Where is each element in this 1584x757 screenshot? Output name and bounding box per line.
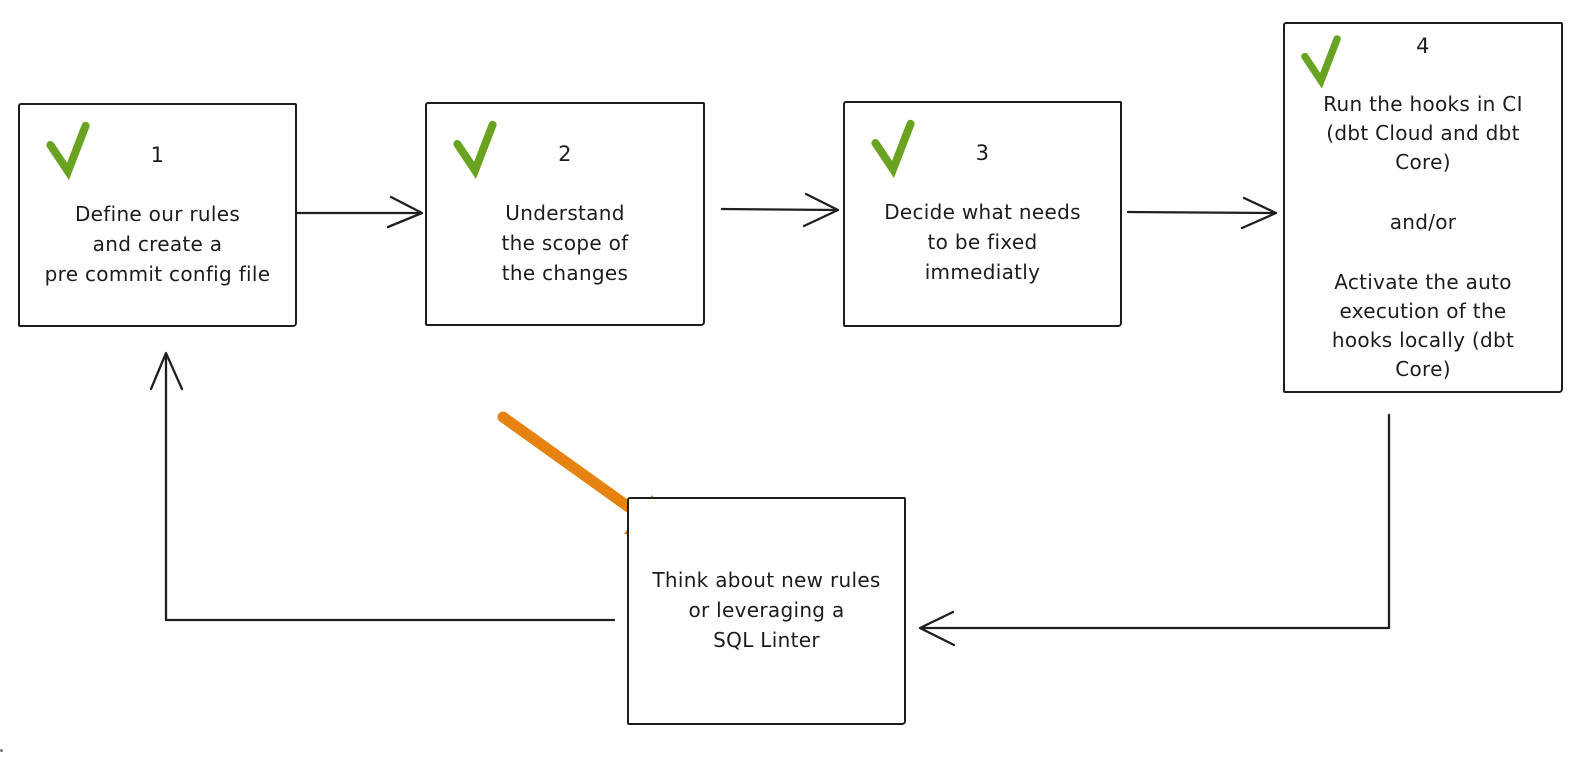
node-feedback: Think about new rules or leveraging a SQ…	[627, 497, 906, 725]
feedback-text: Think about new rules or leveraging a SQ…	[652, 568, 881, 652]
node-step-3: 3 Decide what needs to be fixed immediat…	[843, 101, 1122, 327]
arrow-step3-to-step4	[1126, 196, 1278, 230]
stray-mark	[0, 749, 3, 752]
check-icon	[453, 120, 497, 180]
step-number: 3	[975, 141, 990, 165]
check-icon	[1301, 35, 1341, 89]
step-number: 2	[558, 142, 572, 166]
node-step-2: 2 Understand the scope of the changes	[425, 102, 705, 326]
step-number: 1	[150, 143, 165, 167]
arrow-feedback-to-step1	[149, 351, 616, 622]
arrow-step2-to-step3	[720, 192, 840, 228]
step-text: Define our rules and create a pre commit…	[44, 202, 271, 286]
arrow-step4-to-feedback	[918, 413, 1391, 647]
arrow-step1-to-step2	[295, 195, 424, 229]
spacer	[1285, 237, 1561, 268]
check-icon	[871, 119, 915, 179]
spacer	[1285, 177, 1561, 208]
step-text: Decide what needs to be fixed immediatly	[884, 200, 1081, 284]
node-step-1: 1 Define our rules and create a pre comm…	[18, 103, 297, 327]
step-text: Understand the scope of the changes	[501, 201, 629, 285]
check-icon	[46, 121, 90, 181]
step-text: Run the hooks in CI (dbt Cloud and dbt C…	[1285, 90, 1561, 384]
step-number: 4	[1416, 34, 1430, 58]
node-step-4: 4 Run the hooks in CI (dbt Cloud and dbt…	[1283, 22, 1563, 393]
